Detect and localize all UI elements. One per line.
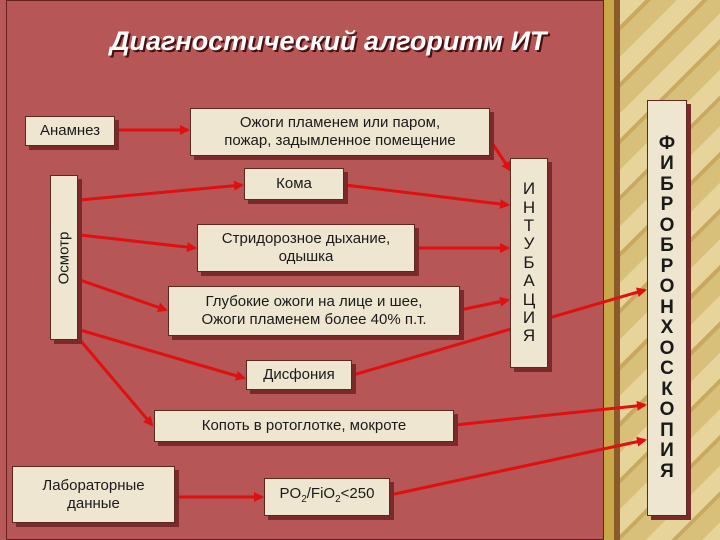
fibro-letter: С (660, 358, 674, 380)
stridor-label: Стридорозное дыхание, одышка (221, 230, 391, 265)
fibro-letter: Я (660, 460, 674, 482)
intubation-letter: Ц (522, 289, 536, 309)
burns-flame-label: Ожоги пламенем или паром, пожар, задымле… (224, 114, 456, 149)
coma-box: Кома (244, 168, 344, 200)
fibro-letter: П (660, 419, 674, 441)
slide-title: Диагностический алгоритм ИТ (110, 26, 547, 56)
lab-data-label: Лабораторные данные (42, 476, 145, 512)
anamnesis-label: Анамнез (39, 122, 101, 139)
stridor-box: Стридорозное дыхание, одышка (197, 224, 415, 272)
lab-data-box: Лабораторные данные (12, 466, 175, 523)
osmotr-box: Осмотр (50, 175, 78, 340)
soot-label: Копоть в ротоглотке, мокроте (201, 417, 407, 434)
dysphonia-box: Дисфония (246, 360, 352, 390)
osmotr-label: Осмотр (55, 231, 73, 284)
intubation-letter: Я (522, 326, 536, 346)
fibro-letter: О (659, 399, 675, 421)
fibro-letter: И (660, 153, 674, 175)
fibro-letter: Х (660, 317, 674, 339)
fibro-letter: Р (660, 255, 674, 277)
deep-burns-box: Глубокие ожоги на лице и шее, Ожоги плам… (168, 286, 460, 336)
fibro-letter: Р (660, 194, 674, 216)
fibro-letter: Б (660, 235, 674, 257)
intubation-letter: А (523, 271, 535, 291)
po2-fio2-box: PO2/FiO2<250 (264, 478, 390, 516)
intubation-letter: Н (522, 197, 536, 217)
fibro-letter: О (659, 214, 675, 236)
fibro-letter: О (659, 276, 675, 298)
burns-flame-box: Ожоги пламенем или паром, пожар, задымле… (190, 108, 490, 156)
po2-fio2-label: PO2/FiO2<250 (279, 485, 375, 505)
coma-label: Кома (276, 175, 312, 192)
fibro-letter: К (661, 378, 673, 400)
dysphonia-label: Дисфония (263, 366, 335, 383)
deep-burns-label: Глубокие ожоги на лице и шее, Ожоги плам… (201, 293, 427, 328)
fibro-letter: Н (660, 296, 674, 318)
anamnesis-box: Анамнез (25, 116, 115, 146)
fibro-letter: Ф (658, 132, 676, 154)
fibro-letter: И (660, 440, 674, 462)
intubation-letter: И (522, 307, 536, 327)
intubation-letter: Б (523, 252, 535, 272)
intubation-letter: И (522, 179, 536, 199)
intubation-letter: Т (523, 216, 535, 236)
intubation-letter: У (523, 234, 535, 254)
fibro-letter: О (659, 337, 675, 359)
fibro-letter: Б (660, 173, 674, 195)
soot-box: Копоть в ротоглотке, мокроте (154, 410, 454, 442)
